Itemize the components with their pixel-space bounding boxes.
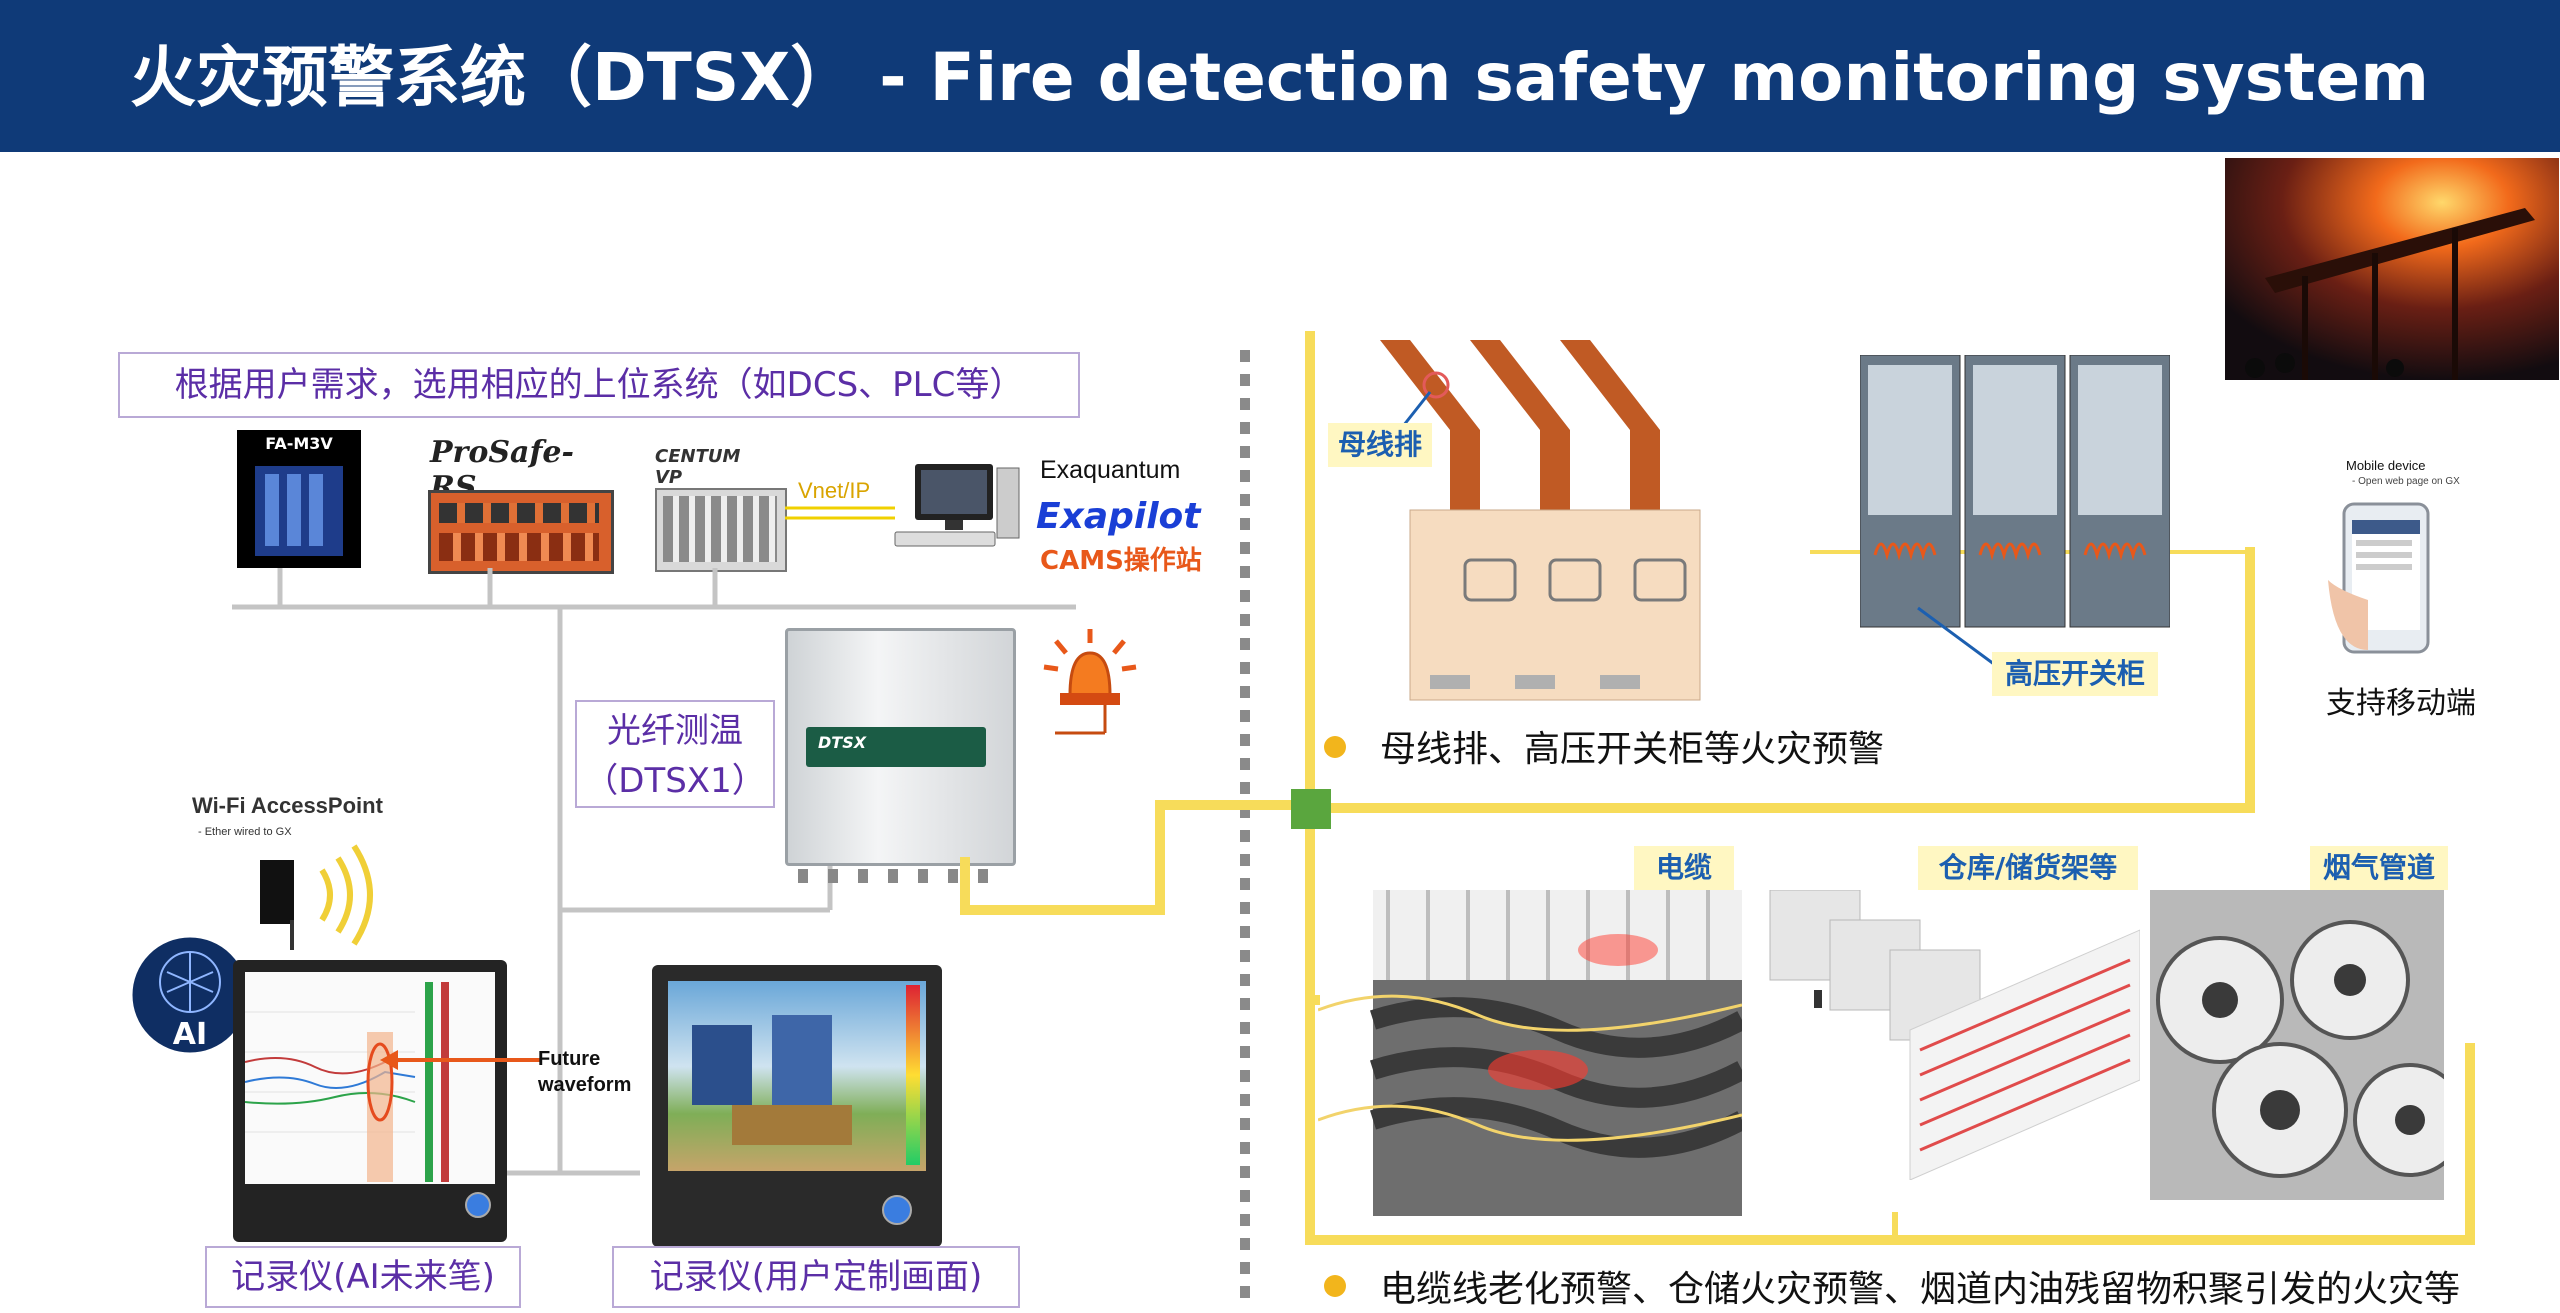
fa-m3v-product: FA-M3V bbox=[237, 430, 361, 568]
bullet-bottom-dot bbox=[1324, 1275, 1346, 1297]
flue-label: 烟气管道 bbox=[2310, 846, 2448, 890]
busbar-illustration bbox=[1380, 340, 1701, 701]
centum-product bbox=[655, 488, 787, 572]
alarm-beacon-icon bbox=[1043, 629, 1137, 735]
future-label-1: Future bbox=[538, 1048, 601, 1070]
warehouse-illustration bbox=[1769, 890, 2140, 1180]
dtsx-label-line2: （DTSX1） bbox=[584, 761, 766, 801]
wifi-subtitle: - Ether wired to GX bbox=[198, 826, 292, 838]
wifi-title: Wi-Fi AccessPoint bbox=[192, 793, 383, 818]
workstation-icon bbox=[894, 464, 1020, 547]
dtsx-label-box: 光纤测温 （DTSX1） bbox=[575, 700, 775, 808]
mobile-device-icon bbox=[2328, 502, 2430, 654]
switchgear-illustration bbox=[1860, 355, 2170, 628]
wifi-ap-icon bbox=[260, 844, 373, 950]
bullet-top-dot bbox=[1324, 736, 1346, 758]
future-label-2: waveform bbox=[538, 1074, 632, 1096]
mobile-subtitle: - Open web page on GX bbox=[2352, 476, 2460, 487]
dtsx-label-line1: 光纤测温 bbox=[607, 711, 743, 751]
centum-logo: CENTUM VP bbox=[655, 446, 741, 488]
upper-system-note: 根据用户需求，选用相应的上位系统（如DCS、PLC等） bbox=[118, 352, 1080, 418]
junction-node bbox=[1291, 789, 1331, 829]
recorder-custom-label: 记录仪(用户定制画面) bbox=[612, 1246, 1020, 1308]
switchgear-label: 高压开关柜 bbox=[1992, 652, 2158, 696]
bullet-bottom-text: 电缆线老化预警、仓储火灾预警、烟道内油残留物积聚引发的火灾等 bbox=[1380, 1269, 2461, 1310]
future-arrow bbox=[380, 1050, 540, 1070]
cable-illustration bbox=[1318, 890, 1742, 1216]
busbar-label: 母线排 bbox=[1328, 423, 1432, 467]
cams-label: CAMS操作站 bbox=[1040, 546, 1202, 576]
bullet-top-text: 母线排、高压开关柜等火灾预警 bbox=[1380, 729, 1885, 770]
mobile-caption: 支持移动端 bbox=[2326, 686, 2476, 721]
exaquantum-label: Exaquantum bbox=[1040, 456, 1181, 484]
header-bar bbox=[0, 0, 2560, 152]
vnet-link bbox=[785, 506, 895, 520]
exapilot-logo: Exapilot bbox=[1036, 496, 1201, 537]
warehouse-label: 仓库/储货架等 bbox=[1918, 846, 2138, 890]
vnet-ip-label: Vnet/IP bbox=[798, 478, 871, 503]
cable-label: 电缆 bbox=[1634, 846, 1734, 890]
future-waveform-label: Future waveform bbox=[538, 1046, 631, 1098]
dtsx-panel-text: DTSX bbox=[818, 733, 867, 752]
recorder-custom-device bbox=[652, 965, 942, 1247]
recorder-ai-label: 记录仪(AI未来笔) bbox=[205, 1246, 521, 1308]
switchgear-pointer bbox=[1917, 606, 2003, 672]
flue-illustration bbox=[2150, 890, 2444, 1200]
dtsx-device: DTSX bbox=[785, 628, 1016, 883]
prosafe-logo: ProSafe-RS bbox=[430, 435, 574, 505]
recorder-ai-device bbox=[233, 960, 507, 1242]
ai-badge-text: AI bbox=[173, 1017, 207, 1052]
fire-photo bbox=[2225, 158, 2559, 380]
fa-m3v-label: FA-M3V bbox=[265, 434, 333, 453]
page-title: 火灾预警系统（DTSX） - Fire detection safety mon… bbox=[130, 39, 2430, 116]
prosafe-product bbox=[428, 490, 614, 574]
mobile-title: Mobile device bbox=[2346, 458, 2426, 473]
